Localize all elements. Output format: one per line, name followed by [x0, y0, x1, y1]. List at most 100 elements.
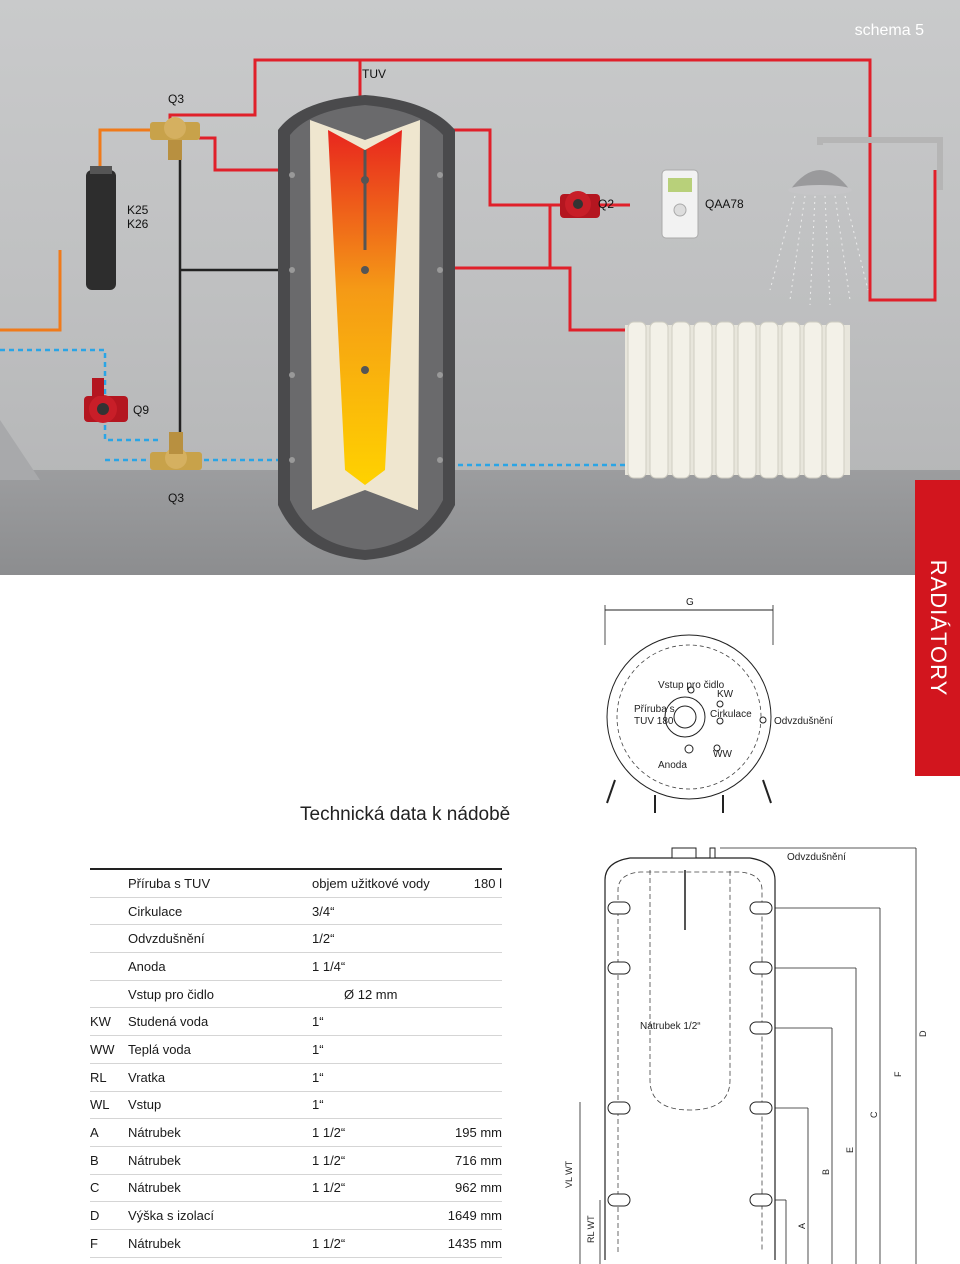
row-size: 1“	[312, 1007, 432, 1037]
row-value	[432, 897, 502, 926]
shower-head	[769, 137, 943, 306]
row-value	[432, 952, 502, 981]
side-tab: RADIÁTORY	[915, 480, 960, 776]
label-g: G	[686, 597, 694, 608]
row-size: 1 1/4“	[312, 952, 432, 981]
label-q9: Q9	[133, 403, 150, 417]
top-view-diagram	[604, 605, 774, 813]
row-size: 1 1/2“	[312, 1146, 432, 1175]
row-value	[432, 1063, 502, 1092]
filter-k25	[86, 170, 116, 290]
row-value: 180 l	[432, 867, 502, 898]
row-code: B	[90, 1146, 128, 1175]
row-code: D	[90, 1201, 128, 1230]
row-code: WW	[90, 1035, 128, 1064]
heating-scene	[0, 58, 943, 560]
row-value	[432, 1035, 502, 1064]
section-title: Technická data k nádobě	[300, 804, 511, 825]
row-value	[432, 924, 502, 954]
row-code: A	[90, 1118, 128, 1147]
row-size: 3/4“	[312, 897, 432, 926]
row-name: Příruba s TUV	[128, 867, 312, 898]
row-size: objem užitkové vody	[312, 867, 432, 898]
row-name: Nátrubek	[128, 1174, 312, 1203]
row-name: Vstup pro čidlo	[128, 980, 312, 1009]
row-name: Nátrubek	[128, 1146, 312, 1175]
row-name: Vratka	[128, 1063, 312, 1092]
label-cirkulace-top: Cirkulace	[710, 709, 752, 720]
row-value: 195 mm	[432, 1118, 502, 1147]
row-code: RL	[90, 1063, 128, 1092]
label-rl-wt: RL WT	[586, 1215, 596, 1243]
label-dim-b: B	[821, 1168, 831, 1175]
row-name: Výška s izolací	[128, 1201, 312, 1230]
valve-q3-top	[150, 117, 200, 160]
row-code	[90, 867, 128, 898]
row-size: 1 1/2“	[312, 1118, 432, 1147]
label-ww-top: WW	[713, 749, 732, 760]
label-dim-d: D	[918, 1030, 928, 1038]
label-q2: Q2	[598, 197, 615, 211]
label-dim-f: F	[893, 1071, 903, 1078]
row-value: Ø 12 mm	[344, 980, 414, 1009]
pump-q9	[84, 378, 128, 423]
label-dim-e: E	[845, 1146, 855, 1153]
label-q3-bottom: Q3	[168, 491, 185, 505]
table-row: Vstup pro čidlo Ø 12 mm	[90, 980, 502, 1009]
row-code	[90, 952, 128, 981]
row-name: Cirkulace	[128, 897, 312, 926]
label-vstup-top: Vstup pro čidlo	[658, 680, 725, 691]
row-value	[432, 1007, 502, 1037]
row-code: C	[90, 1174, 128, 1203]
label-dim-a: A	[797, 1222, 807, 1229]
pump-q2	[560, 191, 600, 218]
label-kw-top: KW	[717, 689, 734, 700]
label-q3-top: Q3	[168, 92, 185, 106]
row-value: 1435 mm	[432, 1229, 502, 1258]
row-name: Odvzdušnění	[128, 924, 312, 954]
row-name: Teplá voda	[128, 1035, 312, 1064]
row-name: Studená voda	[128, 1007, 312, 1037]
row-size: 1“	[312, 1063, 432, 1092]
row-code: WL	[90, 1091, 128, 1120]
row-value: 716 mm	[432, 1146, 502, 1175]
label-k25-k26: K25 K26	[127, 203, 149, 231]
label-odvzdusneni-top: Odvzdušnění	[774, 716, 833, 727]
row-size	[312, 1201, 432, 1230]
row-size: 1 1/2“	[312, 1174, 432, 1203]
radiator	[625, 321, 850, 479]
row-code	[90, 980, 128, 1009]
row-code: KW	[90, 1007, 128, 1037]
row-name: Vstup	[128, 1091, 312, 1120]
label-odvzdusneni-side: Odvzdušnění	[787, 852, 846, 863]
scene-floor	[0, 470, 960, 575]
row-code	[90, 897, 128, 926]
label-anoda-top: Anoda	[658, 760, 687, 771]
label-qaa78: QAA78	[705, 197, 744, 211]
row-value: 962 mm	[432, 1174, 502, 1203]
row-code: F	[90, 1229, 128, 1258]
side-tab-label: RADIÁTORY	[925, 559, 951, 697]
row-value	[432, 1091, 502, 1120]
label-tuv: TUV	[362, 67, 386, 81]
storage-tank	[278, 95, 455, 560]
label-natrubek-side: Nátrubek 1/2“	[640, 1021, 701, 1032]
row-value: 1649 mm	[432, 1201, 502, 1230]
side-view-diagram	[579, 847, 917, 1264]
label-vl-wt: VL WT	[564, 1160, 574, 1188]
label-dim-c: C	[869, 1111, 879, 1119]
thermostat-qaa78	[661, 169, 699, 239]
row-size: 1“	[312, 1091, 432, 1120]
